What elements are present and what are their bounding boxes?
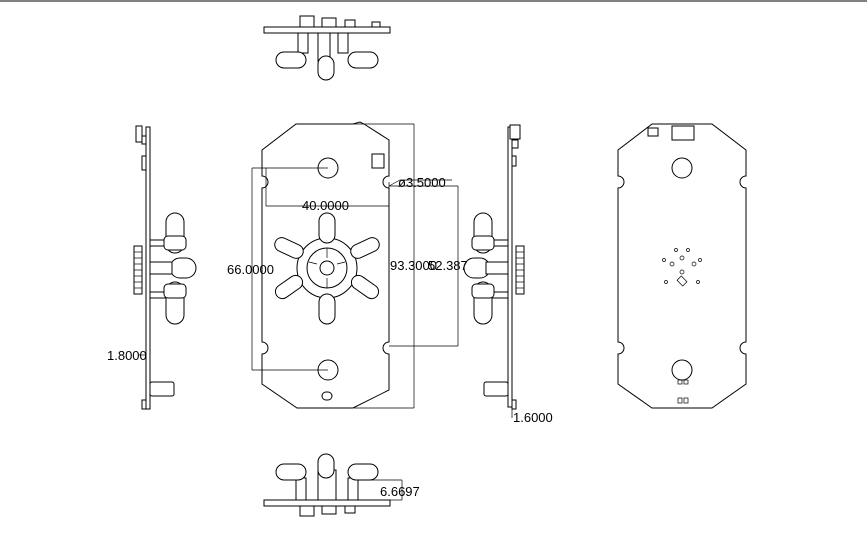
top-view <box>263 15 391 81</box>
right-side-view <box>463 124 525 418</box>
dim-hole-diameter: ø3.5000 <box>398 175 446 190</box>
dim-bottom-offset: 6.6697 <box>380 484 420 499</box>
back-view <box>617 123 747 409</box>
front-view <box>251 121 459 409</box>
dim-board-height: 93.3000 <box>390 258 437 273</box>
dim-hole-spacing-horizontal: 40.0000 <box>302 198 349 213</box>
left-side-view <box>133 125 197 410</box>
bottom-view <box>263 453 403 517</box>
dim-right-thickness: 1.6000 <box>513 410 553 425</box>
dim-inner-height: 52.387 <box>428 258 468 273</box>
dim-left-thickness: 1.8000 <box>107 348 147 363</box>
dim-hole-spacing-vertical: 66.0000 <box>227 262 274 277</box>
